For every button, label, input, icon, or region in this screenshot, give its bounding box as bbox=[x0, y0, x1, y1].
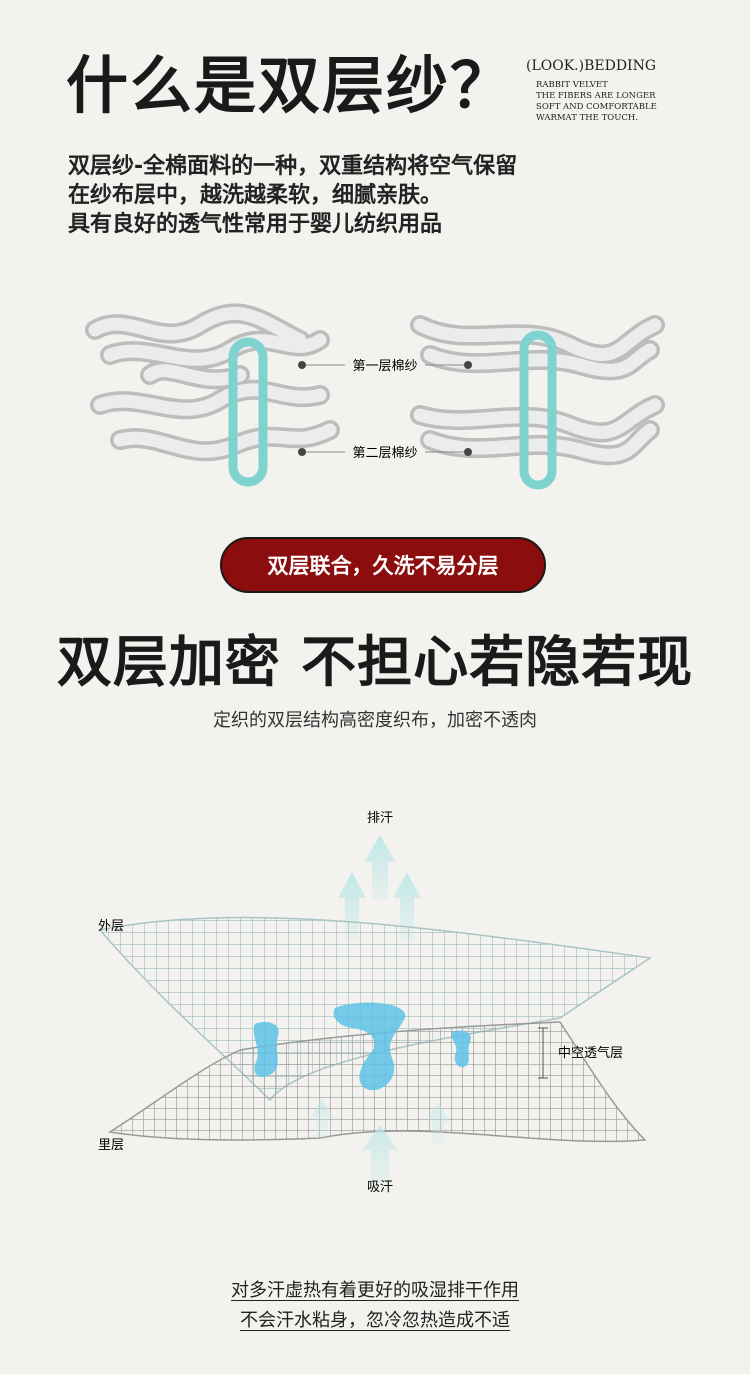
footer-text: 对多汗虚热有着更好的吸湿排干作用 不会汗水粘身，忽冷忽热造成不适 bbox=[0, 1276, 750, 1336]
outer-layer-label: 外层 bbox=[98, 919, 124, 934]
breathable-mesh-diagram: 排汗 外层 中空透气层 里层 吸汗 bbox=[98, 811, 653, 1195]
sweat-out-label: 排汗 bbox=[367, 811, 393, 826]
water-droplet-columns bbox=[253, 1002, 471, 1091]
second-layer-label: 第二层棉纱 bbox=[352, 446, 417, 461]
sweat-in-label: 吸汗 bbox=[367, 1180, 393, 1195]
connector-dot bbox=[298, 361, 472, 456]
double-yarn-diagram: 第一层棉纱 第二层棉纱 bbox=[85, 303, 665, 490]
inner-layer-label: 里层 bbox=[98, 1138, 124, 1153]
section-title: 双层加密 不担心若隐若现 bbox=[56, 630, 694, 694]
brand-tagline-line: SOFT AND COMFORTABLE bbox=[536, 102, 657, 112]
footer-line: 对多汗虚热有着更好的吸湿排干作用 bbox=[231, 1280, 519, 1301]
intro-line: 具有良好的透气性常用于婴儿纺织用品 bbox=[68, 212, 443, 237]
brand-tagline-line: THE FIBERS ARE LONGER bbox=[536, 91, 656, 101]
brand-name: (LOOK.)BEDDING bbox=[526, 58, 657, 74]
middle-layer-bracket bbox=[538, 1027, 548, 1079]
label-connector bbox=[302, 364, 468, 453]
loose-yarn-illustration bbox=[85, 303, 340, 487]
section-subtitle: 定织的双层结构高密度织布，加密不透肉 bbox=[213, 710, 537, 731]
feature-badge: 双层联合，久洗不易分层 bbox=[220, 537, 546, 593]
intro-line: 在纱布层中，越洗越柔软，细腻亲肤。 bbox=[68, 183, 443, 208]
first-layer-label: 第一层棉纱 bbox=[352, 359, 417, 374]
intro-line: 双层纱-全棉面料的一种，双重结构将空气保留 bbox=[68, 154, 518, 179]
middle-layer-label: 中空透气层 bbox=[558, 1045, 623, 1061]
footer-line: 不会汗水粘身，忽冷忽热造成不适 bbox=[240, 1310, 510, 1331]
brand-tagline-line: WARMAT THE TOUCH. bbox=[536, 113, 639, 123]
page-title: 什么是双层纱？ bbox=[66, 49, 515, 122]
sweat-in-arrows bbox=[310, 1098, 450, 1185]
brand-tagline: RABBIT VELVET THE FIBERS ARE LONGER SOFT… bbox=[526, 80, 726, 124]
intro-text: 双层纱-全棉面料的一种，双重结构将空气保留 在纱布层中，越洗越柔软，细腻亲肤。 … bbox=[68, 152, 628, 239]
brand-tagline-line: RABBIT VELVET bbox=[536, 80, 608, 90]
layered-yarn-illustration bbox=[410, 315, 665, 490]
brand-block: (LOOK.)BEDDING RABBIT VELVET THE FIBERS … bbox=[526, 58, 726, 124]
